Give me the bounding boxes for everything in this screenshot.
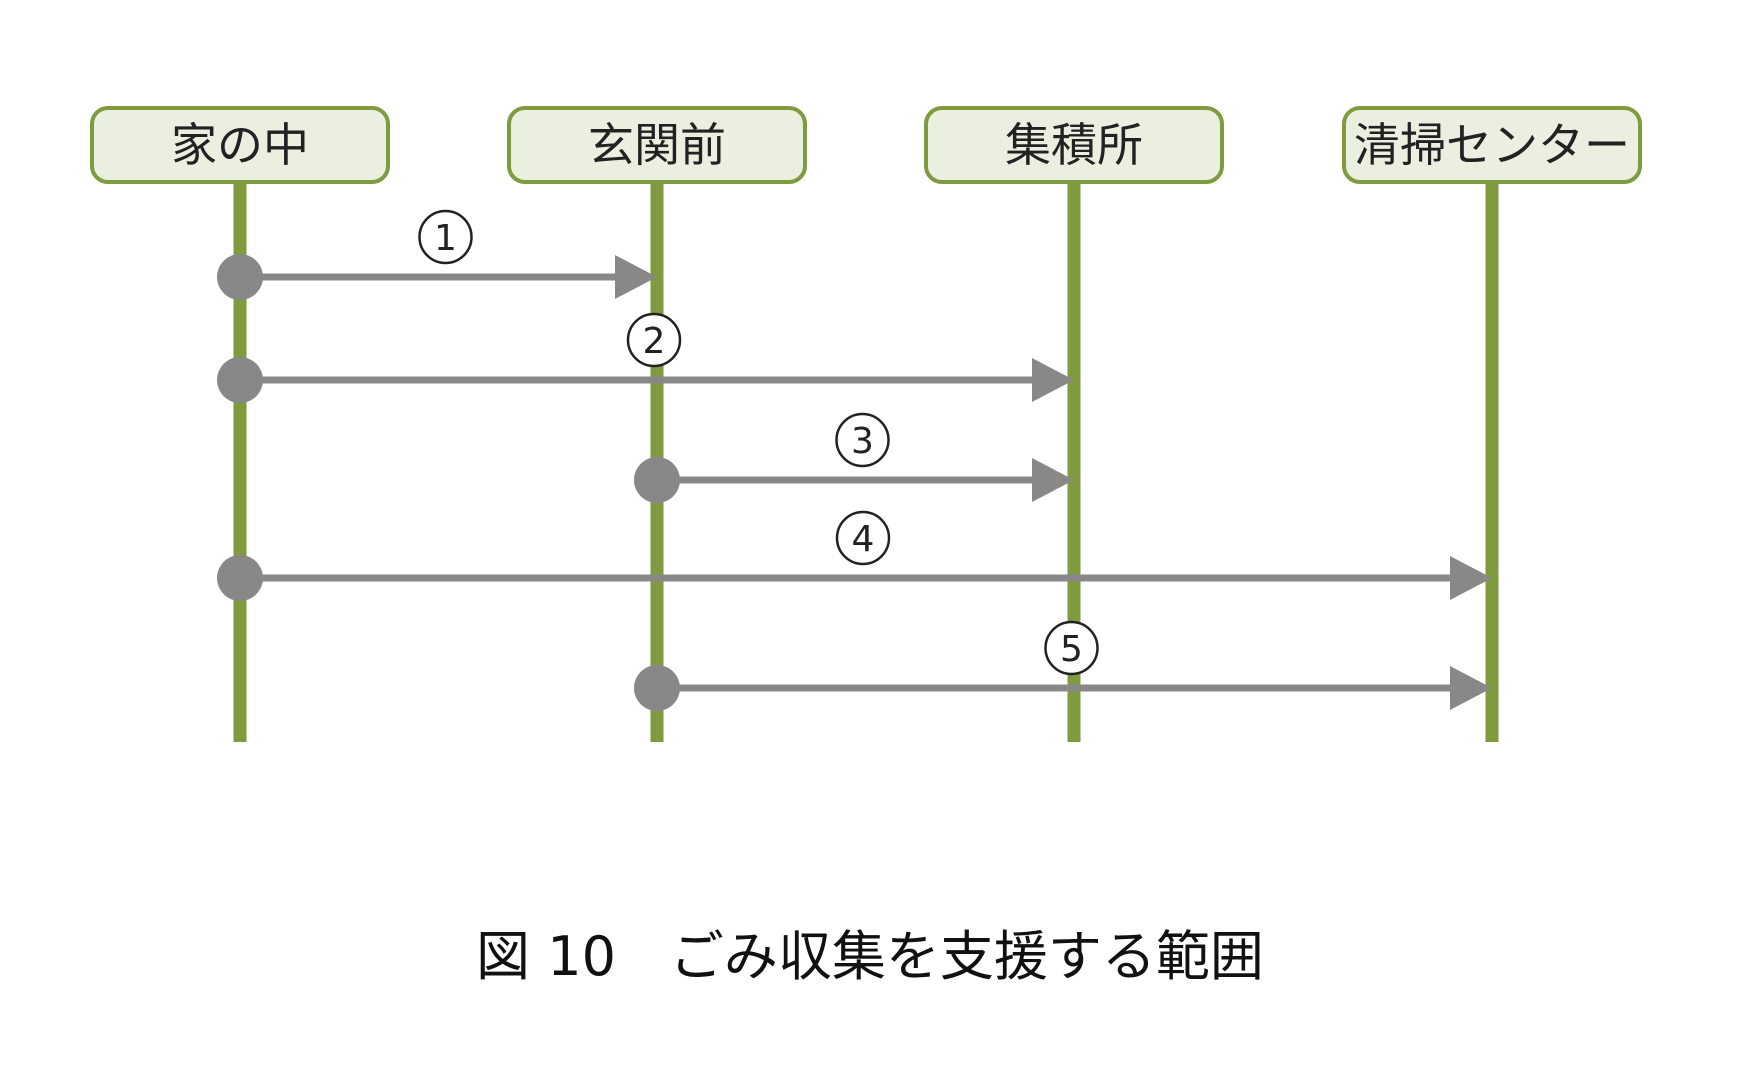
lifeline-header-box xyxy=(924,106,1224,184)
message-start-dot xyxy=(217,254,263,300)
message-number-circle xyxy=(835,510,891,566)
message-2: 2 xyxy=(217,312,1074,403)
lifeline-header-box xyxy=(1342,106,1642,184)
message-number-label: 3 xyxy=(851,421,874,462)
message-4: 4 xyxy=(217,510,1492,601)
message-start-dot xyxy=(217,555,263,601)
figure-caption: 図 10 ごみ収集を支援する範囲 xyxy=(476,925,1264,988)
lifeline-home: 家の中 xyxy=(90,106,390,742)
message-number-circle xyxy=(418,209,473,265)
message-arrow-head xyxy=(1032,358,1074,402)
message-3: 3 xyxy=(634,412,1074,503)
message-number-label: 1 xyxy=(434,218,457,259)
lifeline-label: 集積所 xyxy=(1005,118,1143,172)
message-1: 1 xyxy=(217,209,657,300)
lifeline-entrance: 玄関前 xyxy=(507,106,807,742)
message-start-dot xyxy=(634,457,680,503)
message-arrow-head xyxy=(1032,458,1074,502)
lifeline-header-box xyxy=(507,106,807,184)
lifeline-label: 玄関前 xyxy=(588,118,726,172)
message-start-dot xyxy=(634,665,680,711)
message-number-label: 4 xyxy=(852,519,875,560)
message-arrow-head xyxy=(1450,666,1492,710)
message-number-label: 2 xyxy=(643,321,666,362)
messages: 1 2 3 4 5 xyxy=(217,209,1492,711)
lifeline-header-box xyxy=(90,106,390,184)
message-arrow-head xyxy=(1450,556,1492,600)
message-number-circle xyxy=(835,412,890,468)
message-5: 5 xyxy=(634,620,1492,711)
lifelines: 家の中 玄関前 集積所 清掃センター xyxy=(90,106,1642,742)
message-number-circle xyxy=(626,312,682,368)
lifeline-center: 清掃センター xyxy=(1342,106,1642,742)
message-number-label: 5 xyxy=(1060,629,1083,670)
message-number-circle xyxy=(1044,620,1099,676)
message-arrow-head xyxy=(615,255,657,299)
lifeline-label: 家の中 xyxy=(171,118,309,172)
message-start-dot xyxy=(217,357,263,403)
lifeline-label: 清掃センター xyxy=(1354,118,1630,172)
